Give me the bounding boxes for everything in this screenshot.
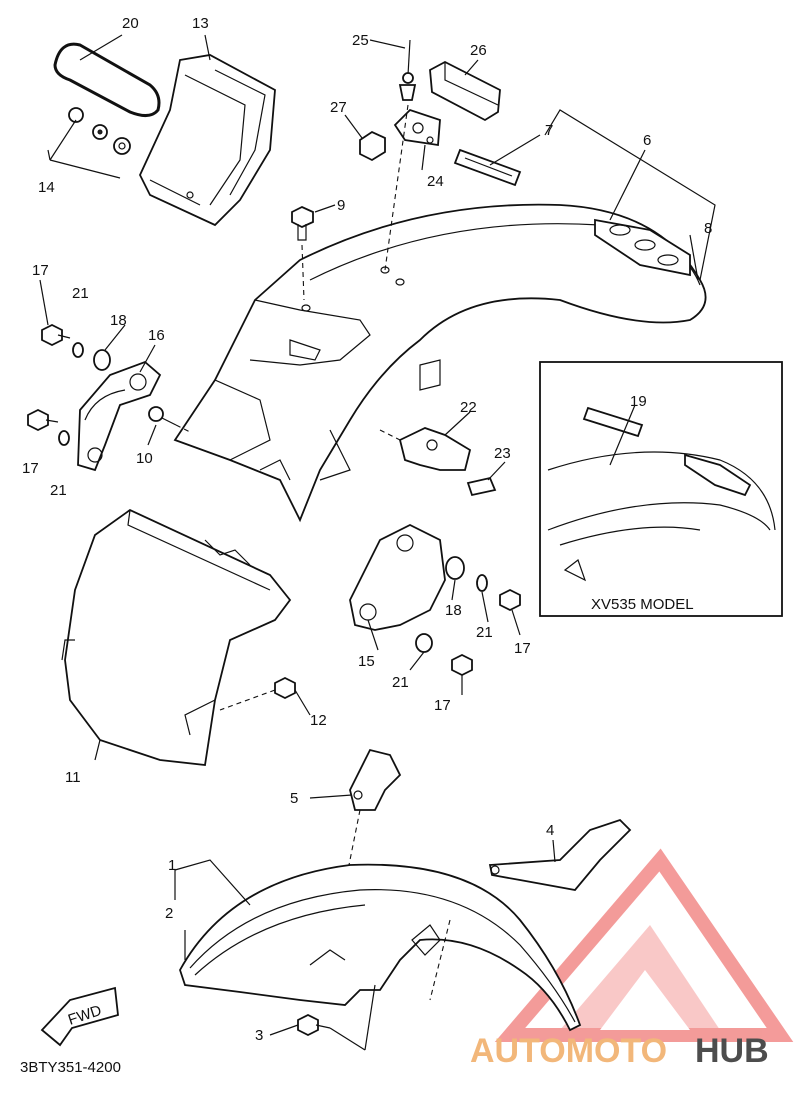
watermark-automoto: AUTOMOTO: [470, 1032, 667, 1070]
callout-21c: 21: [476, 624, 493, 641]
part-23-bolt: [466, 476, 497, 497]
callout-21d: 21: [392, 674, 409, 691]
part-17-bolt-c: [499, 588, 521, 612]
callout-12: 12: [310, 712, 327, 729]
callout-22: 22: [460, 399, 477, 416]
part-1-front-fender: [179, 863, 582, 1032]
part-9-bolt: [291, 206, 314, 301]
callouts: 20 13 14 25 26 27 24 7 6 8 9 17 21 18 16…: [22, 15, 712, 1044]
callout-2: 2: [165, 905, 173, 922]
callout-19: 19: [630, 393, 647, 410]
part-18-collar-a: [93, 349, 111, 371]
callout-16: 16: [148, 327, 165, 344]
callout-4: 4: [546, 822, 554, 839]
part-18-collar-b: [445, 556, 465, 580]
callout-26: 26: [470, 42, 487, 59]
part-21-washer-b: [58, 430, 70, 446]
part-16-bracket: [77, 360, 162, 472]
callout-1: 1: [168, 857, 176, 874]
callout-17a: 17: [32, 262, 49, 279]
watermark-logo: [494, 848, 794, 1042]
callout-9: 9: [337, 197, 345, 214]
callout-25: 25: [352, 32, 369, 49]
part-21-washer-a: [72, 342, 84, 358]
part-21-washer-d: [415, 633, 433, 653]
callout-21b: 21: [50, 482, 67, 499]
inset-caption: XV535 MODEL: [591, 596, 694, 613]
callout-8: 8: [704, 220, 712, 237]
callout-20: 20: [122, 15, 139, 32]
callout-7: 7: [545, 122, 553, 139]
watermark-text: AUTOMOTO HUB: [470, 1032, 769, 1070]
part-3-bolt: [297, 1013, 366, 1051]
part-13-toolbox: [139, 54, 276, 227]
callout-6: 6: [643, 132, 651, 149]
part-17-bolt-a: [41, 323, 71, 347]
watermark-hub: HUB: [695, 1032, 769, 1070]
inset-xv535: [539, 361, 783, 617]
part-20-seal: [53, 42, 161, 117]
callout-18a: 18: [110, 312, 127, 329]
part-24-bracket: [393, 108, 441, 147]
part-17-bolt-d: [451, 653, 473, 677]
callout-24: 24: [427, 173, 444, 190]
callout-17d: 17: [434, 697, 451, 714]
callout-17c: 17: [514, 640, 531, 657]
callout-11: 11: [65, 769, 81, 786]
callout-13: 13: [192, 15, 209, 32]
callout-15: 15: [358, 653, 375, 670]
part-27-nut: [359, 130, 386, 162]
part-25-wire: [384, 39, 417, 271]
part-7-rear-fender: [173, 203, 707, 523]
part-11-inner-fender: [61, 508, 292, 766]
footer-code: 3BTY351-4200: [20, 1059, 121, 1076]
callout-27: 27: [330, 99, 347, 116]
part-17-bolt-b: [27, 408, 59, 432]
callout-10: 10: [136, 450, 153, 467]
callout-21a: 21: [72, 285, 89, 302]
callout-5: 5: [290, 790, 298, 807]
part-21-washer-c: [476, 574, 488, 592]
callout-23: 23: [494, 445, 511, 462]
callout-17b: 17: [22, 460, 39, 477]
part-14-screw-set: [49, 107, 131, 179]
fwd-arrow-icon: FWD: [40, 986, 119, 1047]
part-7-emblem: [453, 148, 522, 187]
part-22-bracket: [379, 427, 472, 471]
part-15-bracket: [349, 523, 446, 631]
callout-14: 14: [38, 179, 55, 196]
callout-18b: 18: [445, 602, 462, 619]
callout-3: 3: [255, 1027, 263, 1044]
leader-lines: [39, 34, 716, 1051]
part-4-stay: [488, 818, 632, 891]
part-10-bolt: [148, 406, 191, 433]
part-12-bolt: [219, 676, 296, 711]
part-26-reflector: [429, 60, 501, 122]
